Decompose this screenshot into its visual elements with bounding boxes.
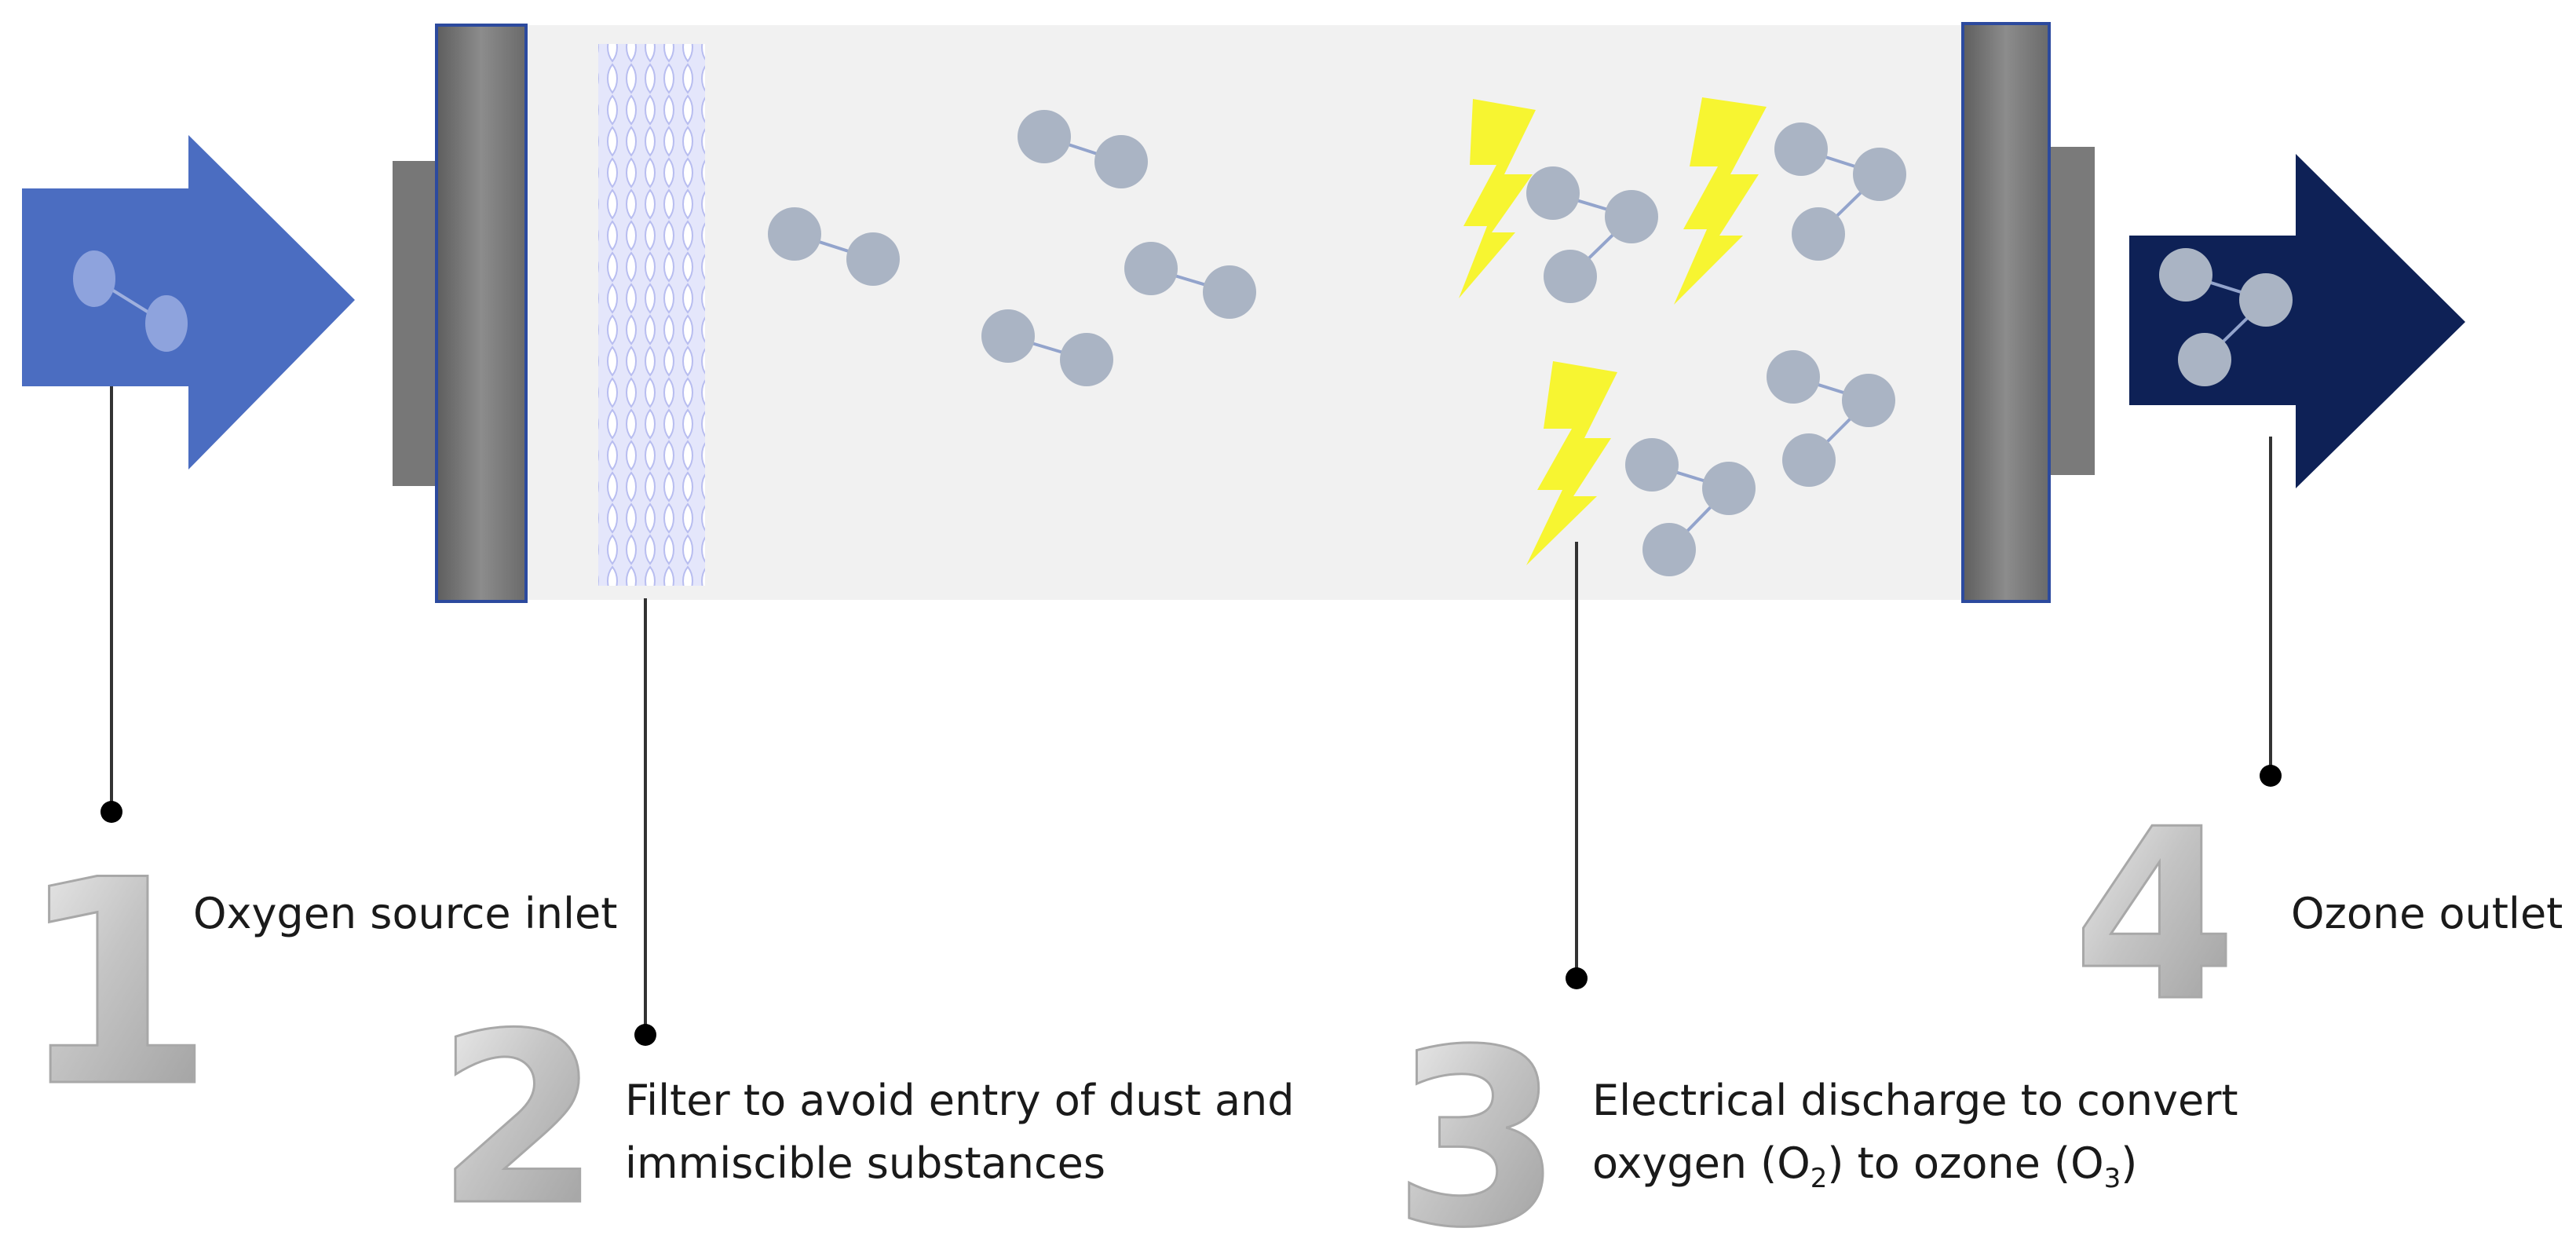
leader-line-3 bbox=[1566, 542, 1588, 989]
molecule-icon bbox=[1767, 350, 1895, 487]
step-3-label-line-1: Electrical discharge to convert bbox=[1592, 1076, 2238, 1125]
left-end-cap bbox=[393, 24, 528, 603]
step-number-2: 2 bbox=[437, 983, 601, 1239]
electrical-discharge bbox=[1459, 97, 1767, 565]
ozone-molecules bbox=[1526, 122, 1906, 576]
molecule-icon bbox=[981, 309, 1113, 386]
molecule-icon bbox=[768, 207, 900, 286]
molecule-icon bbox=[1526, 166, 1658, 303]
molecule-icon bbox=[1774, 122, 1906, 261]
molecule-icon bbox=[73, 250, 188, 352]
lightning-bolt-icon bbox=[1459, 99, 1536, 298]
step-3-label-line-2: oxygen (O2) to ozone (O3) bbox=[1592, 1138, 2138, 1194]
step-number-4: 4 bbox=[2073, 779, 2237, 1053]
step-3-label: Electrical discharge to convert oxygen (… bbox=[1592, 1069, 2238, 1195]
oxygen-molecules bbox=[768, 110, 1256, 386]
right-end-cap bbox=[1961, 22, 2095, 603]
leader-line-2 bbox=[634, 598, 656, 1046]
step-4-label: Ozone outlet bbox=[2291, 889, 2563, 938]
leader-line-4 bbox=[2260, 437, 2282, 787]
outlet-arrow bbox=[2129, 154, 2465, 488]
molecule-icon bbox=[2159, 248, 2293, 386]
lightning-bolt-icon bbox=[1526, 361, 1617, 565]
molecule-icon bbox=[1018, 110, 1148, 188]
step-2-label-line-2: immiscible substances bbox=[625, 1138, 1106, 1188]
molecule-icon bbox=[1124, 242, 1256, 319]
step-number-3: 3 bbox=[1393, 998, 1562, 1239]
leader-lines bbox=[100, 386, 2282, 1046]
step-2-label-line-1: Filter to avoid entry of dust and bbox=[625, 1076, 1295, 1125]
leader-line-1 bbox=[100, 386, 122, 823]
inlet-arrow bbox=[22, 135, 355, 470]
step-2-label: Filter to avoid entry of dust and immisc… bbox=[625, 1069, 1295, 1195]
molecule-icon bbox=[1625, 438, 1756, 576]
step-1-label: Oxygen source inlet bbox=[193, 889, 618, 938]
filter-mesh bbox=[598, 44, 705, 586]
step-number-1: 1 bbox=[17, 820, 214, 1149]
lightning-bolt-icon bbox=[1674, 97, 1767, 305]
